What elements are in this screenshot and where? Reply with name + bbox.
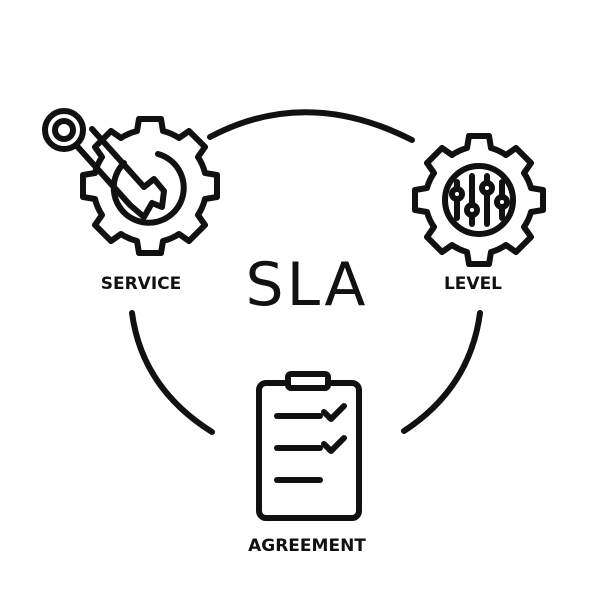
cycle-ring [129, 109, 483, 435]
checklist [274, 403, 347, 483]
wrench-icon [42, 108, 167, 220]
node-label-service: SERVICE [101, 274, 182, 294]
arc-level-to-agreement [401, 310, 483, 434]
gear-outline [412, 133, 546, 267]
gear-sliders-icon [412, 133, 546, 267]
sliders-icon [449, 173, 510, 227]
node-label-agreement: AGREEMENT [248, 536, 366, 556]
gear-wrench-icon [42, 108, 220, 256]
center-title: SLA [246, 250, 369, 320]
clipboard-clip [285, 371, 331, 391]
clipboard-checklist-icon [256, 371, 362, 521]
node-label-level: LEVEL [444, 274, 502, 294]
arc-agreement-to-service [129, 310, 215, 435]
arc-service-to-level [207, 109, 415, 143]
